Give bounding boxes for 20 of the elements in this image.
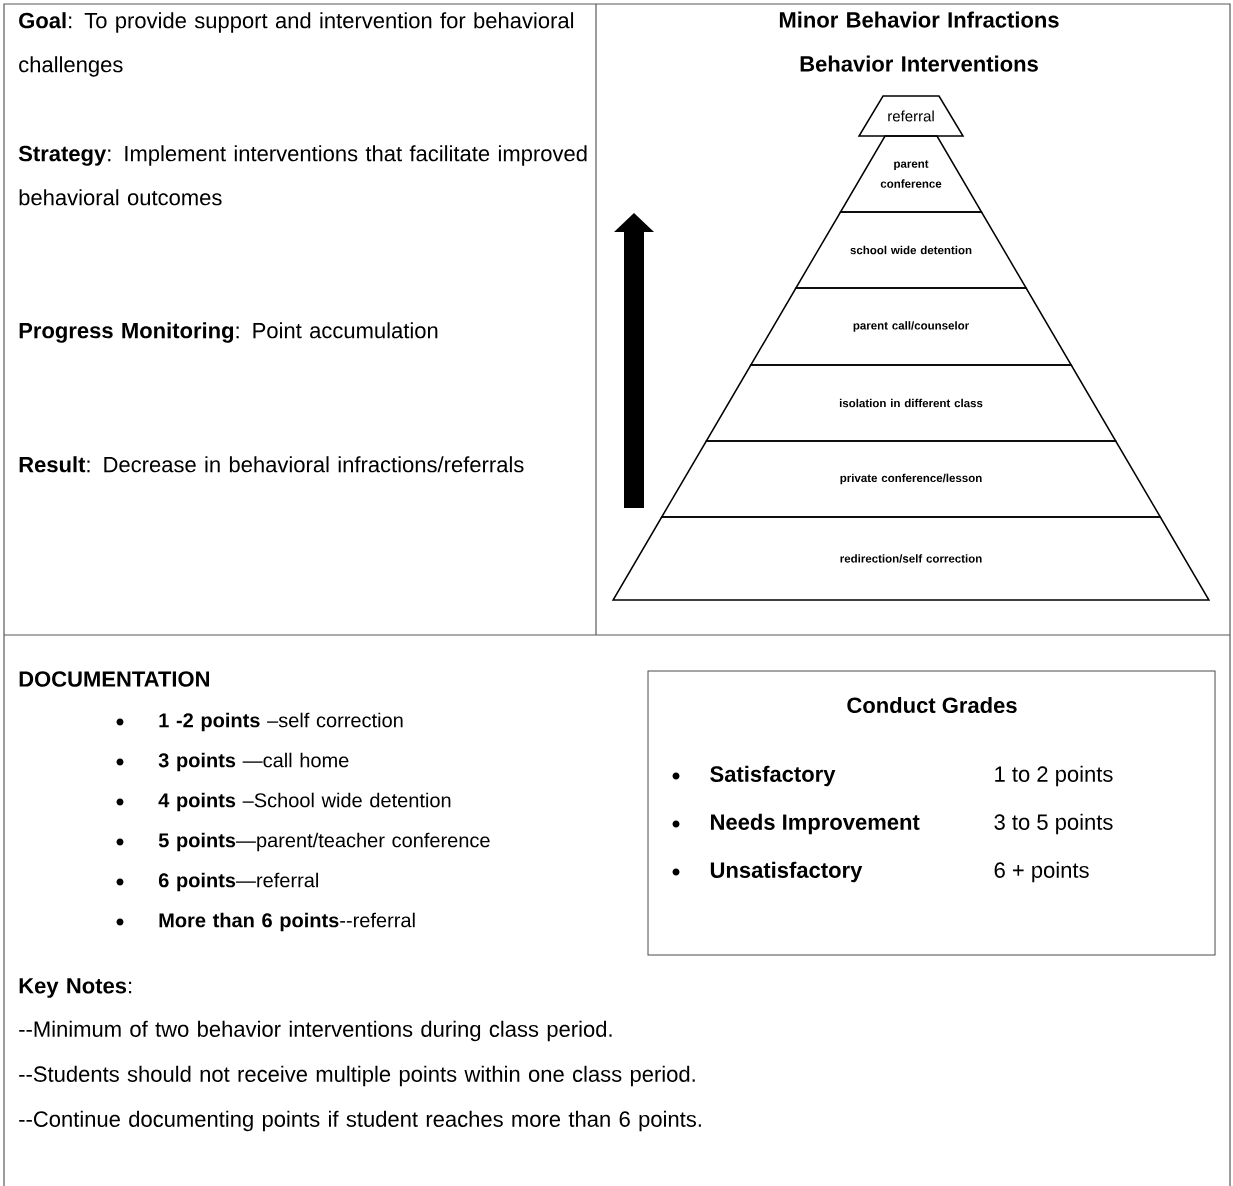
bullet-item: 6 points—referral xyxy=(116,872,318,892)
bullet-item: 1 -2 points –self correction xyxy=(116,712,403,732)
paragraph: Strategy: Implement interventions that facilitate improved behavioral outcomes xyxy=(18,145,587,206)
section-heading: Key Notes: xyxy=(19,978,132,998)
pyramid-tier: isolation in different class xyxy=(705,364,1118,442)
bullet-item: 3 points —call home xyxy=(116,752,349,772)
grades-box: Conduct Grades Satisfactory 1 to 2 points Needs Improvement 3 to 5 points Unsatisfactory 6 + points xyxy=(647,670,1216,956)
title: Minor Behavior Infractions Behavior Interventions xyxy=(779,11,1059,72)
pyramid-tier: parent conference xyxy=(839,135,983,213)
note: --Students should not receive multiple points within one class period. xyxy=(19,1065,695,1087)
note: --Continue documenting points if student reaches more than 6 points. xyxy=(19,1110,701,1132)
paragraph: Goal: To provide support and intervention for behavioral challenges xyxy=(19,12,574,77)
paragraph: Progress Monitoring: Point accumulation xyxy=(19,322,438,343)
bullet-item: 5 points—parent/teacher conference xyxy=(116,832,490,852)
bullet-item: 4 points –School wide detention xyxy=(116,792,451,812)
note: --Minimum of two behavior interventions during class period. xyxy=(19,1020,612,1042)
paragraph: Result: Decrease in behavioral infractions/referrals xyxy=(19,456,524,473)
pyramid-tier: private conference/lesson xyxy=(660,440,1162,518)
section-heading: DOCUMENTATION xyxy=(19,671,209,687)
bullet-item: More than 6 points--referral xyxy=(116,912,415,932)
